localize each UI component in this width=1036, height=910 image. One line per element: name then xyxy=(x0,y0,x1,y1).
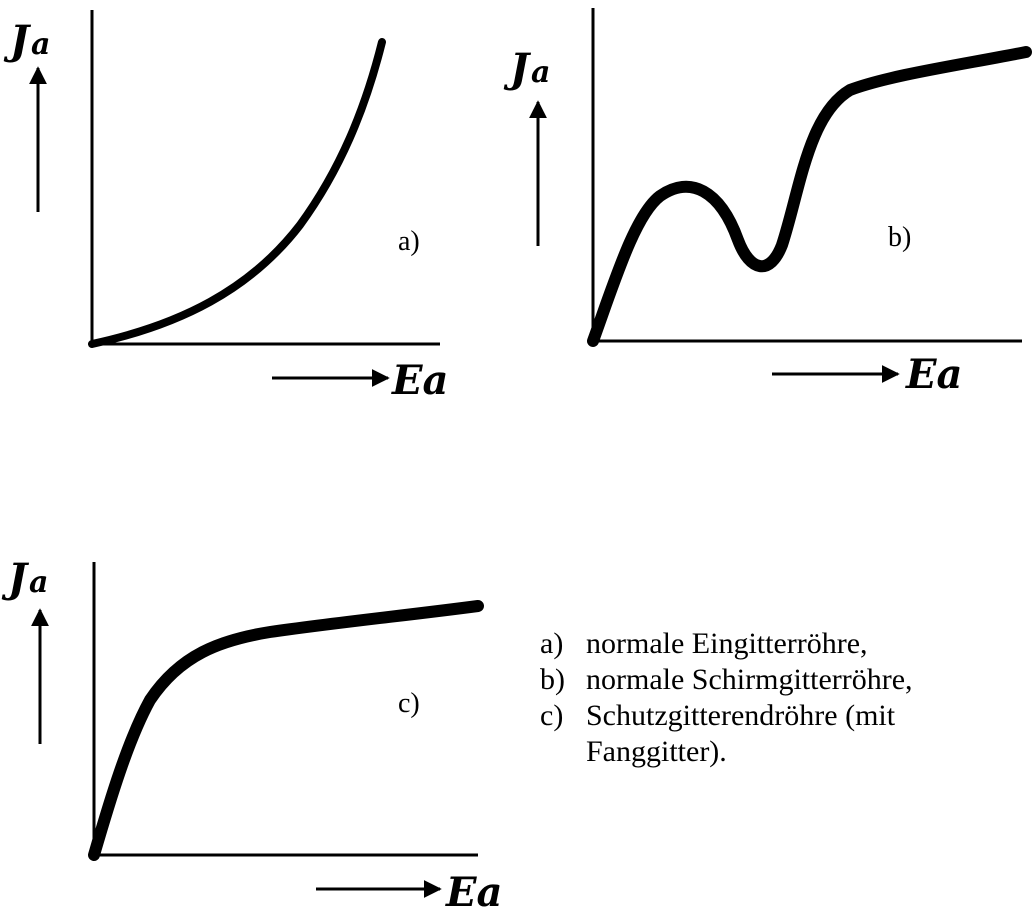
panel-b-x-label: Ea xyxy=(905,351,962,398)
panel-b: Ja Ea b) xyxy=(503,8,1032,398)
legend-item-a: a) normale Eingitterröhre, xyxy=(540,626,1030,662)
panel-a-curve xyxy=(88,38,386,348)
panel-c-label: c) xyxy=(398,688,420,719)
panel-a-label: a) xyxy=(398,226,420,257)
legend-text-c: Schutzgitterendröhre (mit xyxy=(586,699,896,732)
panel-a-y-label: Ja xyxy=(3,17,50,64)
panel-c-y-label: Ja xyxy=(1,555,48,602)
panel-b-label: b) xyxy=(888,222,911,253)
panel-c-x-label: Ea xyxy=(445,869,502,910)
legend-text-c-cont: Fanggitter). xyxy=(586,735,727,768)
legend: a) normale Eingitterröhre, b) normale Sc… xyxy=(540,626,1030,770)
legend-text-b: normale Schirmgitterröhre, xyxy=(586,663,913,696)
legend-text-a: normale Eingitterröhre, xyxy=(586,627,868,660)
panel-b-y-label: Ja xyxy=(503,45,550,92)
legend-item-c-continuation: Fanggitter). xyxy=(540,734,1030,770)
panel-c-curve xyxy=(88,600,484,861)
legend-item-b: b) normale Schirmgitterröhre, xyxy=(540,662,1030,698)
legend-key-a: a) xyxy=(540,627,564,660)
panel-a-x-label: Ea xyxy=(391,357,448,404)
legend-key-c: c) xyxy=(540,699,564,732)
panel-c: Ja Ea c) xyxy=(1,555,502,910)
legend-key-b: b) xyxy=(540,663,565,696)
panel-a: Ja Ea a) xyxy=(3,10,448,404)
panel-b-curve xyxy=(587,46,1032,347)
legend-item-c: c) Schutzgitterendröhre (mit xyxy=(540,698,1030,734)
